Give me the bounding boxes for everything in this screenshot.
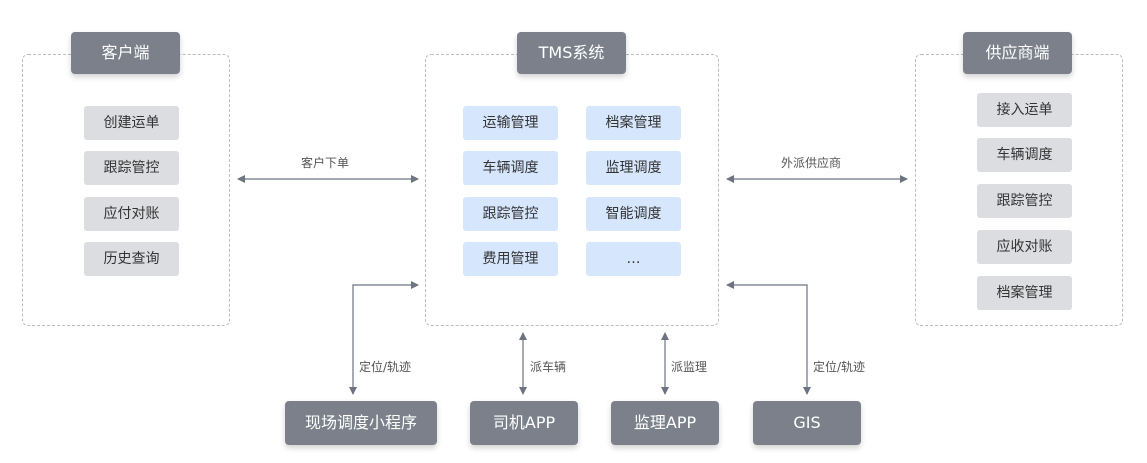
tms-item-vehicle-dispatch: 车辆调度	[463, 151, 558, 185]
label-locate-track-1: 定位/轨迹	[359, 358, 412, 375]
label-dispatch-supervision: 派监理	[671, 358, 708, 375]
supplier-item-archive: 档案管理	[977, 276, 1072, 310]
supplier-item-receive-order: 接入运单	[977, 93, 1072, 127]
customer-title: 客户端	[71, 32, 180, 74]
tms-item-supervision: 监理调度	[586, 151, 681, 185]
supplier-item-receivable: 应收对账	[977, 230, 1072, 264]
site-dispatch-mini-program: 现场调度小程序	[285, 401, 437, 445]
tms-item-cost: 费用管理	[463, 242, 558, 276]
tms-item-transport: 运输管理	[463, 106, 558, 140]
customer-group	[22, 54, 230, 326]
arrow-gis	[726, 281, 811, 395]
customer-item-payable: 应付对账	[84, 197, 179, 231]
supervision-app: 监理APP	[611, 401, 719, 445]
customer-item-tracking: 跟踪管控	[84, 151, 179, 185]
label-locate-track-2: 定位/轨迹	[813, 358, 866, 375]
tms-group	[425, 54, 719, 326]
tms-item-smart-dispatch: 智能调度	[586, 197, 681, 231]
customer-item-history: 历史查询	[84, 242, 179, 276]
supplier-title: 供应商端	[963, 32, 1072, 74]
supplier-item-tracking: 跟踪管控	[977, 184, 1072, 218]
arrow-site-dispatch	[349, 281, 419, 395]
supplier-item-vehicle-dispatch: 车辆调度	[977, 138, 1072, 172]
tms-item-tracking: 跟踪管控	[463, 197, 558, 231]
customer-item-create-order: 创建运单	[84, 106, 179, 140]
label-outsource-supplier: 外派供应商	[781, 154, 842, 171]
driver-app: 司机APP	[470, 401, 578, 445]
label-customer-order: 客户下单	[301, 154, 350, 171]
label-dispatch-vehicle: 派车辆	[530, 358, 567, 375]
gis: GIS	[753, 401, 861, 445]
tms-item-more: …	[586, 242, 681, 276]
tms-title: TMS系统	[517, 32, 626, 74]
tms-item-archive: 档案管理	[586, 106, 681, 140]
